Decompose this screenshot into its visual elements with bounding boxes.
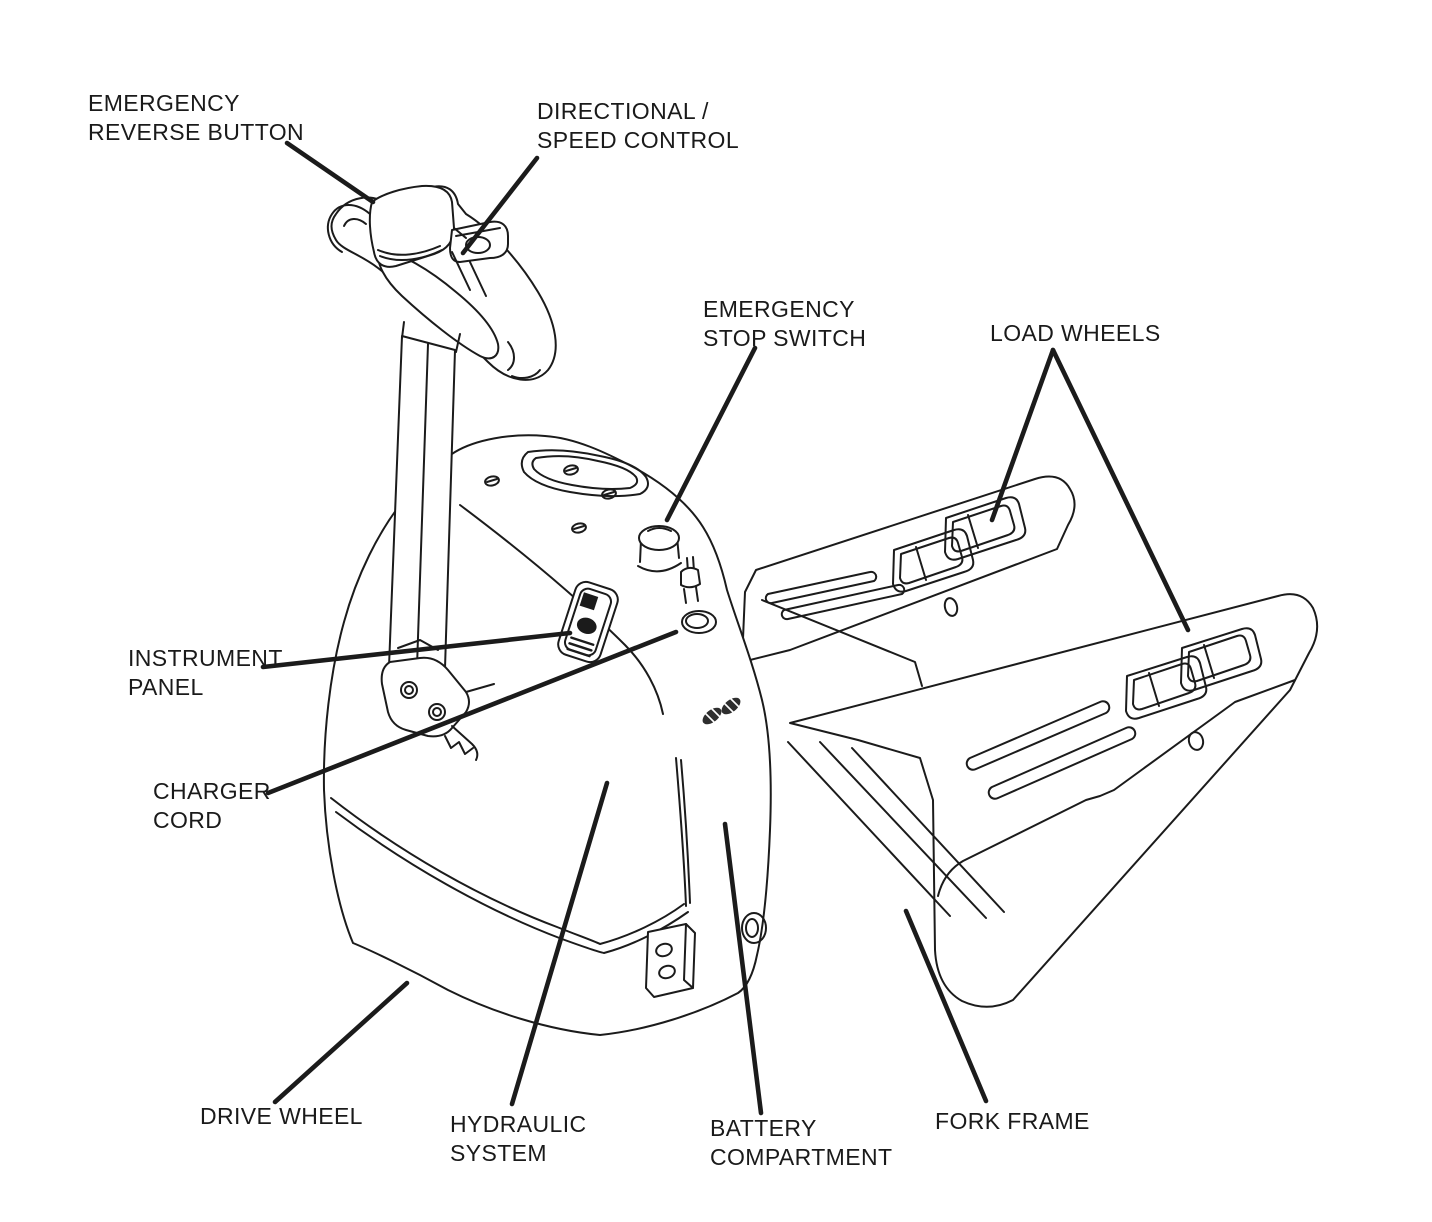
cover-screws [484,464,617,534]
speed-control-lever [449,220,509,263]
label-instrument-panel: INSTRUMENT PANEL [128,645,283,700]
label-drive-wheel: DRIVE WHEEL [200,1103,363,1129]
leader-hydraulic-system [509,780,610,1107]
leader-drive-wheel [272,980,410,1105]
vent-slots [702,696,741,725]
leader-lines [260,140,1191,1116]
leader-instrument-panel [260,630,573,670]
leader-fork-frame [903,908,989,1104]
steering-linkage [380,639,495,761]
label-fork-frame: FORK FRAME [935,1108,1090,1134]
leader-directional-speed-control [460,155,540,256]
body-cover [322,434,772,1036]
handle-head [326,184,557,381]
label-load-wheels: LOAD WHEELS [990,320,1161,346]
label-emergency-stop-switch: EMERGENCY STOP SWITCH [703,296,867,351]
leader-charger-cord [265,629,679,796]
fork-far [741,475,1076,687]
label-directional-speed-control: DIRECTIONAL / SPEED CONTROL [537,98,740,153]
label-hydraulic-system: HYDRAULIC SYSTEM [450,1111,587,1166]
leader-emergency-stop-switch [664,345,758,523]
emergency-reverse-pad [368,184,455,268]
connector-block [645,923,696,998]
leader-load-wheel-far [989,347,1056,523]
label-charger-cord: CHARGER CORD [153,778,271,833]
charger-plug [680,556,717,634]
label-battery-compartment: BATTERY COMPARTMENT [710,1115,893,1170]
instrument-panel-display [557,580,619,664]
label-emergency-reverse-button: EMERGENCY REVERSE BUTTON [88,90,305,145]
emergency-stop-button [637,525,682,573]
leader-battery-compartment [722,821,764,1116]
leader-load-wheel-near [1050,347,1191,633]
fork-near [787,593,1319,1008]
leader-emergency-reverse-button [284,140,376,205]
